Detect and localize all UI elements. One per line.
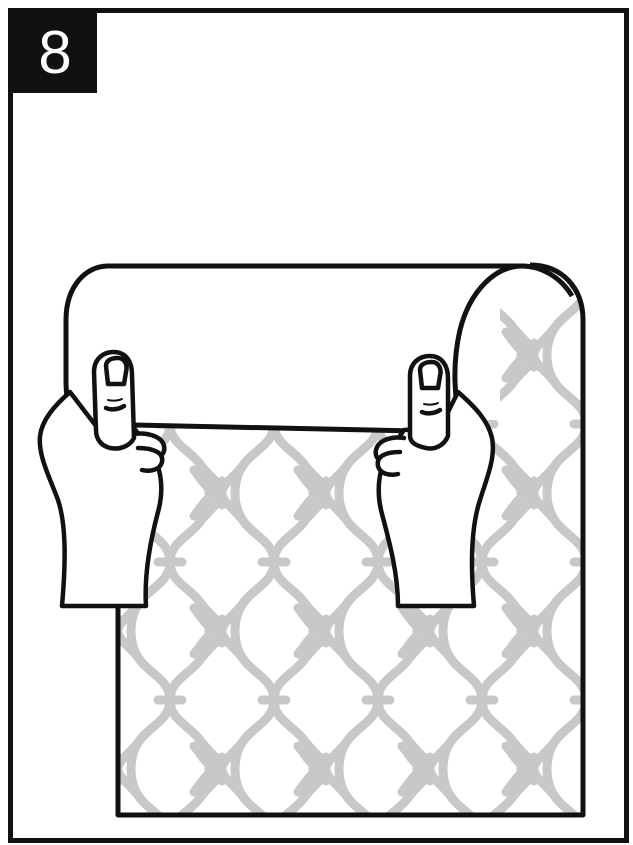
hands-unrolling-wallpaper-icon xyxy=(0,0,633,845)
